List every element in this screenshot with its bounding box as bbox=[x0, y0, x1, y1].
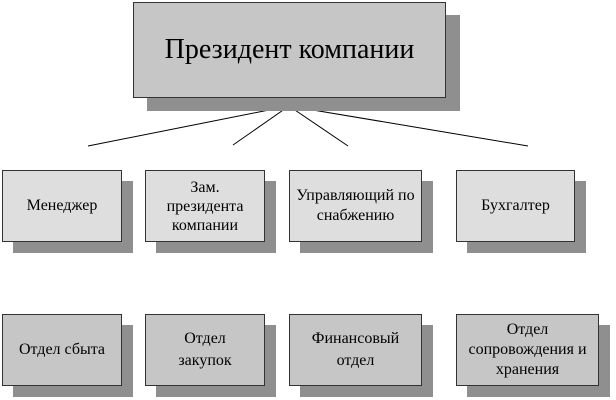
accountant-label: Бухгалтер bbox=[481, 197, 550, 214]
accountant-box: Бухгалтер bbox=[456, 170, 575, 242]
connector-line-manager bbox=[87, 105, 290, 147]
supply-manager-box: Управляющий по снабжению bbox=[289, 170, 422, 242]
deputy-president-box: Зам. президента компании bbox=[145, 170, 265, 242]
sales-department-label: Отдел сбыта bbox=[18, 341, 106, 358]
sales-department-box: Отдел сбыта bbox=[2, 314, 122, 386]
supply-manager-label: Управляющий по снабжению bbox=[296, 187, 415, 224]
finance-department-box: Финансовый отдел bbox=[289, 314, 422, 386]
connector-line-accountant bbox=[288, 105, 529, 147]
purchasing-department-box: Отдел закупок bbox=[145, 314, 265, 386]
storage-department-box: Отдел сопровождения и хранения bbox=[456, 314, 599, 386]
purchasing-department-label: Отдел закупок bbox=[178, 330, 232, 369]
connector-line-supply bbox=[288, 105, 349, 147]
manager-label: Менеджер bbox=[26, 197, 98, 214]
president-box: Президент компании bbox=[133, 2, 446, 98]
president-label: Президент компании bbox=[164, 34, 415, 65]
finance-department-label: Финансовый отдел bbox=[311, 330, 400, 369]
deputy-president-label: Зам. президента компании bbox=[166, 178, 244, 234]
manager-box: Менеджер bbox=[2, 170, 122, 242]
storage-department-label: Отдел сопровождения и хранения bbox=[468, 321, 587, 378]
connector-line-deputy bbox=[232, 105, 290, 146]
